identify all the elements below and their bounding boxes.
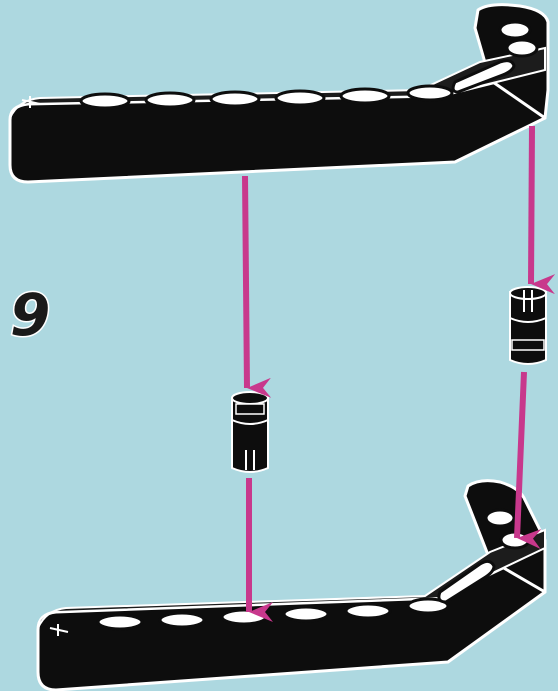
bottom-angled-beam [38, 481, 545, 690]
left-arrow-upper [245, 176, 247, 388]
step-number: 9 [10, 286, 50, 344]
top-angled-beam [10, 5, 548, 182]
left-connector-pin [232, 392, 268, 472]
right-connector-pin [510, 287, 546, 364]
right-arrow-upper [531, 126, 532, 284]
